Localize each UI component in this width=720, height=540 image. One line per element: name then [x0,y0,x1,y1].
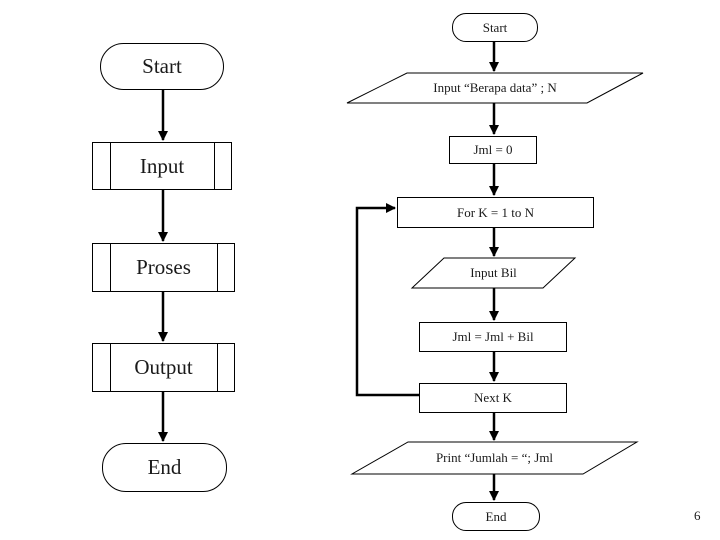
right-node-for-loop-process: For K = 1 to N [397,197,594,228]
predefined-process-right-bar [217,344,218,391]
left-node-start-label: Start [142,54,182,78]
left-node-start-terminator: Start [100,43,224,90]
io-parallelogram-input-n [346,72,644,104]
loop-back-connector [355,203,419,397]
left-node-end-terminator: End [102,443,227,492]
left-node-input-label: Input [139,153,185,178]
right-node-input-bil-label: Input Bil [470,265,517,280]
predefined-process-right-bar [214,143,215,189]
io-parallelogram-print [350,441,639,475]
right-node-end-label: End [485,508,507,524]
right-node-start-label: Start [482,19,508,35]
left-node-input-predefined-process: Input [92,142,232,190]
right-node-init-jml-process: Jml = 0 [449,136,537,164]
right-node-print-label: Print “Jumlah = “; Jml [435,450,554,465]
left-node-output-predefined-process: Output [92,343,235,392]
right-node-end-terminator: End [452,502,540,531]
page-number: 6 [694,508,701,523]
right-node-start-terminator: Start [452,13,538,42]
left-node-proses-predefined-process: Proses [92,243,235,292]
left-node-proses-label: Proses [136,255,191,279]
predefined-process-left-bar [110,344,111,391]
right-node-print-label-overlay: Print “Jumlah = “; Jml [352,442,637,474]
right-node-next-k-process: Next K [419,383,567,413]
left-node-end-label: End [147,455,182,479]
right-node-input-n-label-overlay: Input “Berapa data” ; N [347,73,643,103]
left-node-output-label: Output [134,355,193,379]
right-node-sum-label: Jml = Jml + Bil [452,329,534,344]
right-node-next-k-label: Next K [474,390,512,405]
right-node-init-jml-label: Jml = 0 [473,142,513,157]
io-parallelogram-input-bil [410,257,577,289]
right-node-sum-process: Jml = Jml + Bil [419,322,567,352]
predefined-process-left-bar [110,244,111,291]
right-node-input-bil-label-overlay: Input Bil [412,258,575,288]
predefined-process-right-bar [217,244,218,291]
right-node-input-n-label: Input “Berapa data” ; N [433,80,557,95]
right-node-for-loop-label: For K = 1 to N [456,204,535,220]
predefined-process-left-bar [110,143,111,189]
